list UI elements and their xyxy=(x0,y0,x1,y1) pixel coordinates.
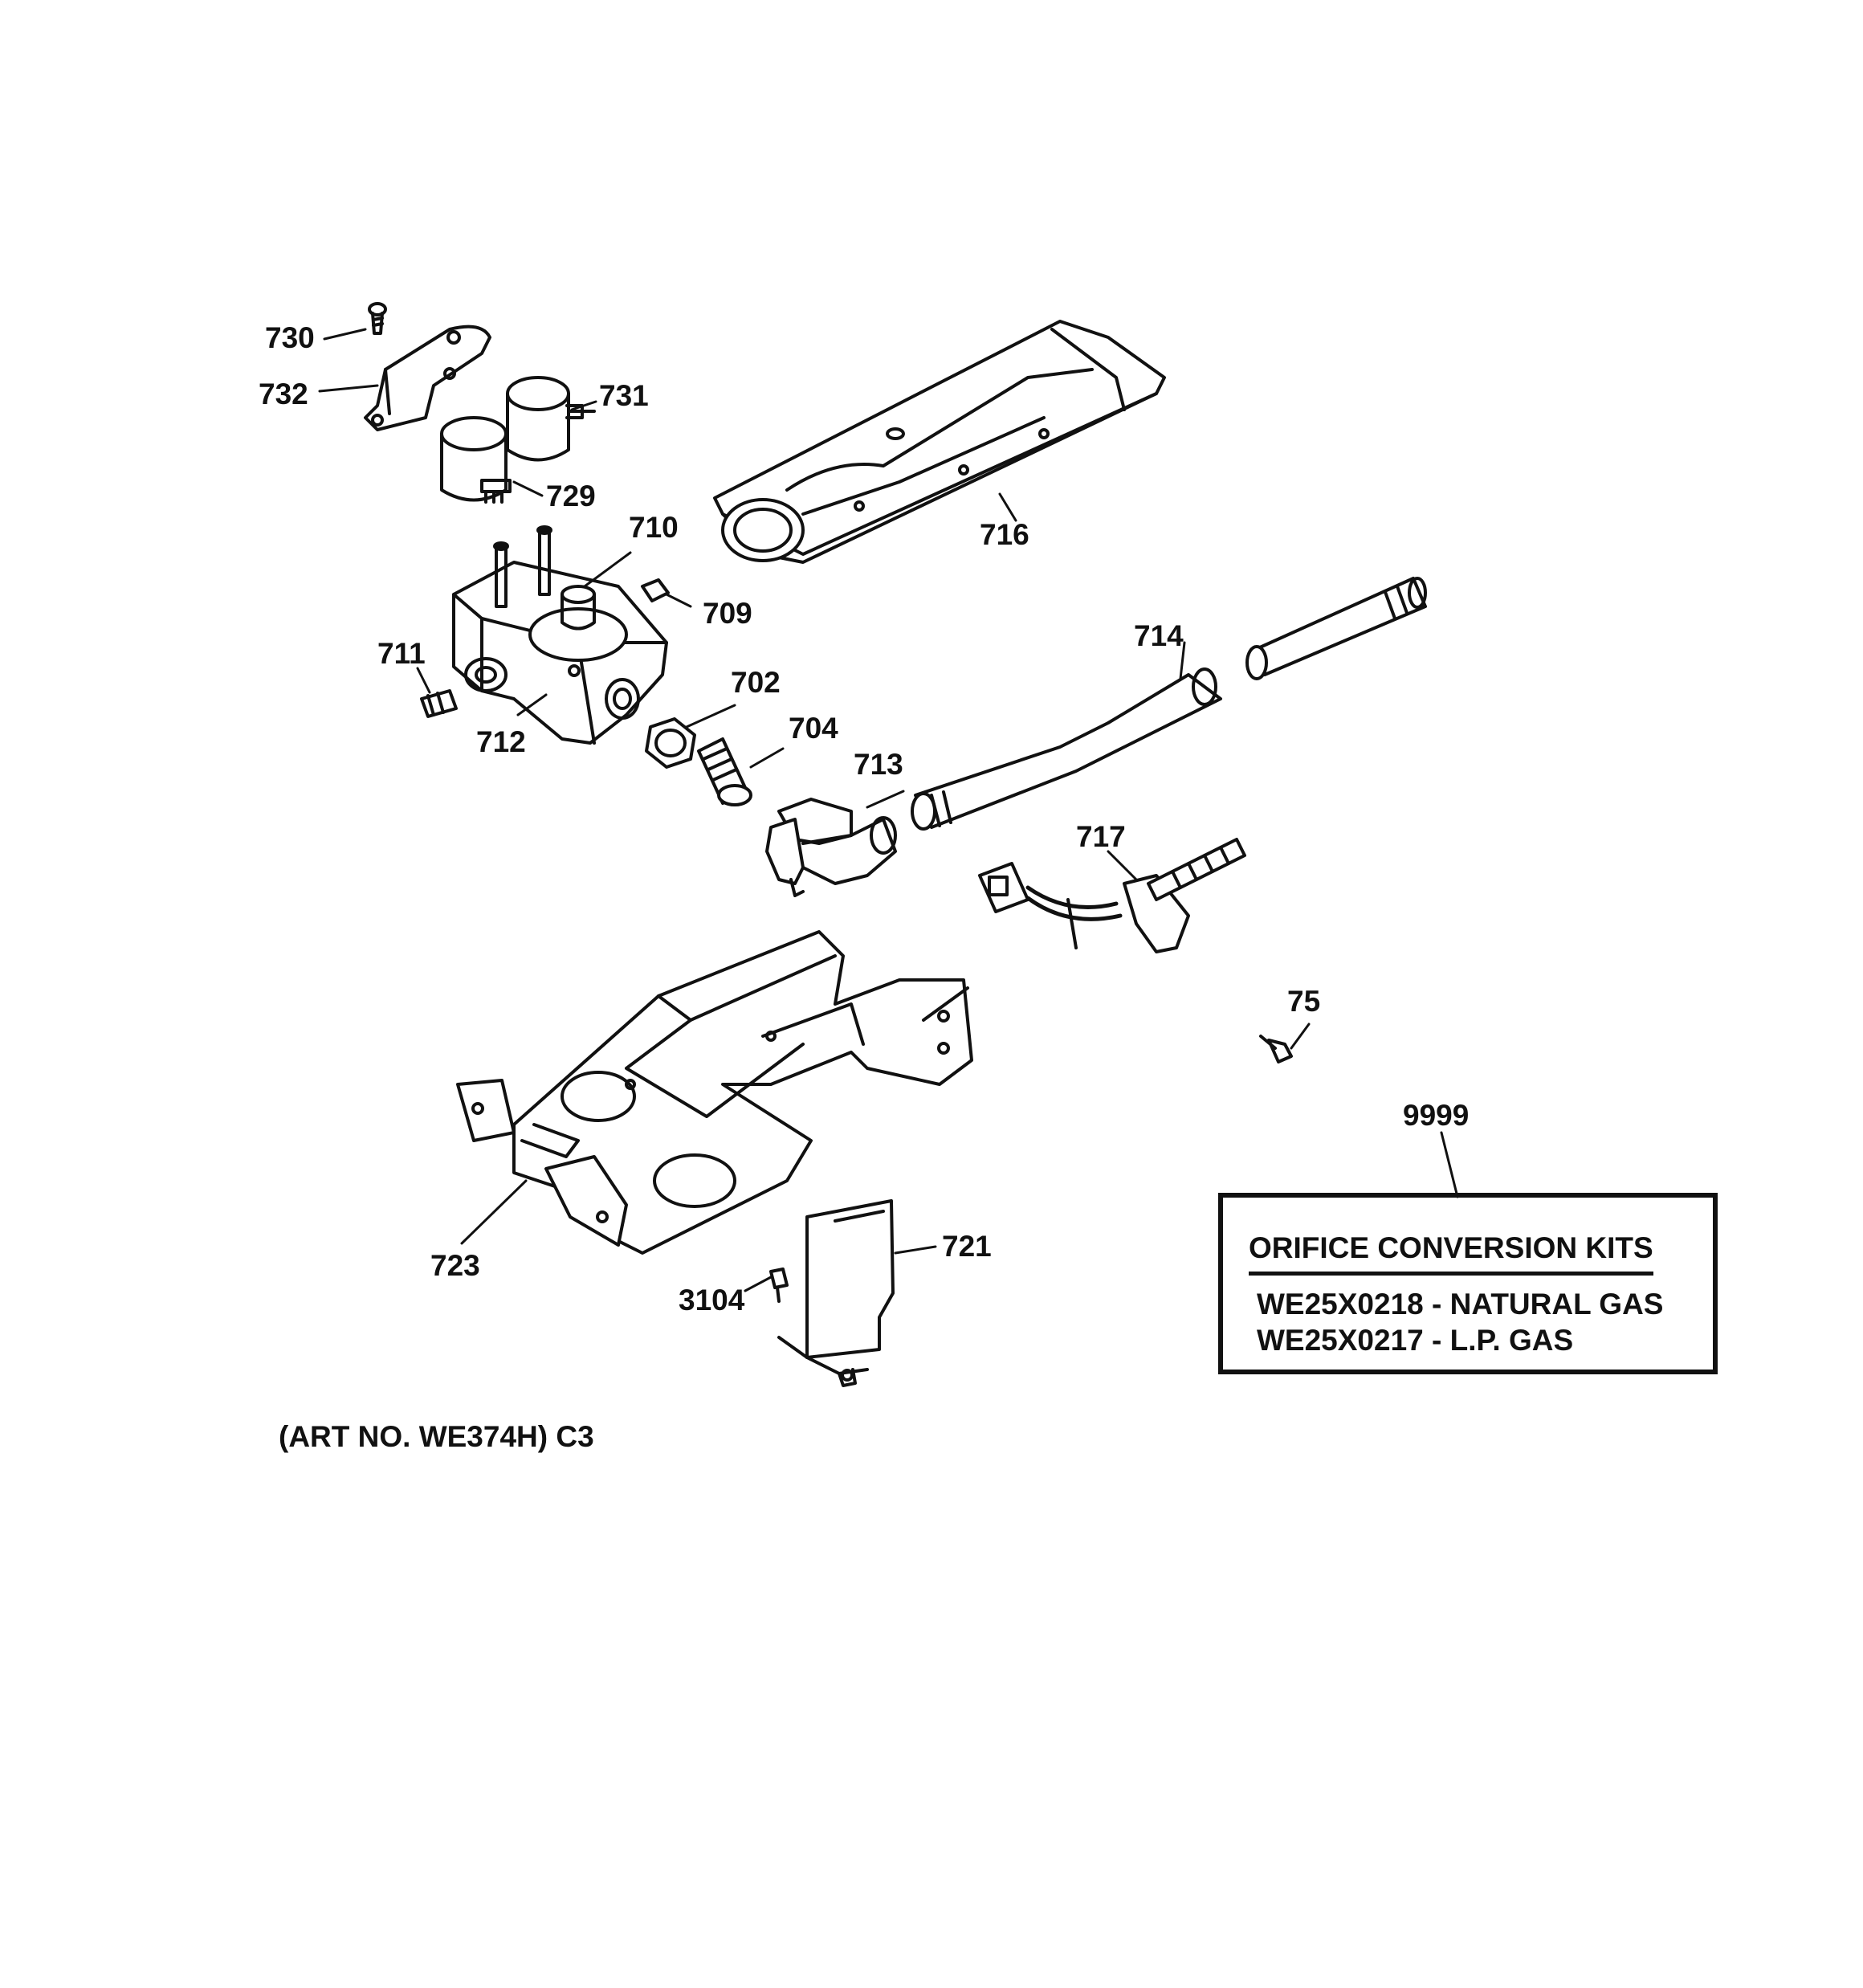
callout-717: 717 xyxy=(1076,820,1126,853)
callout-729: 729 xyxy=(546,480,596,512)
part-3104-screw xyxy=(771,1269,787,1301)
part-75-screw xyxy=(1261,1036,1291,1062)
callout-710: 710 xyxy=(629,511,679,544)
part-711-fitting xyxy=(422,691,456,716)
callout-3104: 3104 xyxy=(679,1284,745,1316)
callout-712: 712 xyxy=(476,725,526,758)
callout-730: 730 xyxy=(265,321,315,354)
part-704-adapter xyxy=(699,739,751,805)
callout-732: 732 xyxy=(259,378,308,410)
art-number: (ART NO. WE374H) C3 xyxy=(279,1420,594,1453)
callout-704: 704 xyxy=(789,712,838,745)
part-713-shutoff-valve xyxy=(767,799,895,896)
callout-9999: 9999 xyxy=(1403,1099,1470,1132)
part-702-nut xyxy=(646,719,695,767)
kit-line-lp-gas: WE25X0217 - L.P. GAS xyxy=(1257,1324,1574,1357)
callout-711: 711 xyxy=(377,637,426,670)
callout-731: 731 xyxy=(599,379,649,412)
callout-714: 714 xyxy=(1134,619,1184,652)
part-717-igniter xyxy=(980,839,1245,952)
callout-702: 702 xyxy=(731,666,781,699)
orifice-kit-box: ORIFICE CONVERSION KITS WE25X0218 - NATU… xyxy=(1218,1193,1718,1374)
kit-line-natural-gas: WE25X0218 - NATURAL GAS xyxy=(1257,1288,1664,1321)
part-712-gas-valve xyxy=(454,527,667,743)
part-731-coil xyxy=(508,378,594,460)
callout-723: 723 xyxy=(430,1249,480,1282)
leader-lines xyxy=(320,329,1457,1291)
part-730-screw xyxy=(369,304,385,333)
callout-721: 721 xyxy=(942,1230,992,1263)
part-716-burner xyxy=(715,321,1164,562)
part-732-bracket xyxy=(365,327,490,430)
part-723-bracket xyxy=(458,932,972,1253)
part-714-pipe xyxy=(912,578,1425,829)
part-709-orifice xyxy=(642,580,668,601)
part-721-shield xyxy=(779,1201,893,1386)
callout-75: 75 xyxy=(1287,985,1321,1018)
part-729-coil xyxy=(442,418,510,502)
callout-713: 713 xyxy=(854,748,903,781)
kit-box-title: ORIFICE CONVERSION KITS xyxy=(1249,1231,1653,1276)
callout-716: 716 xyxy=(980,518,1029,551)
callout-709: 709 xyxy=(703,597,752,630)
